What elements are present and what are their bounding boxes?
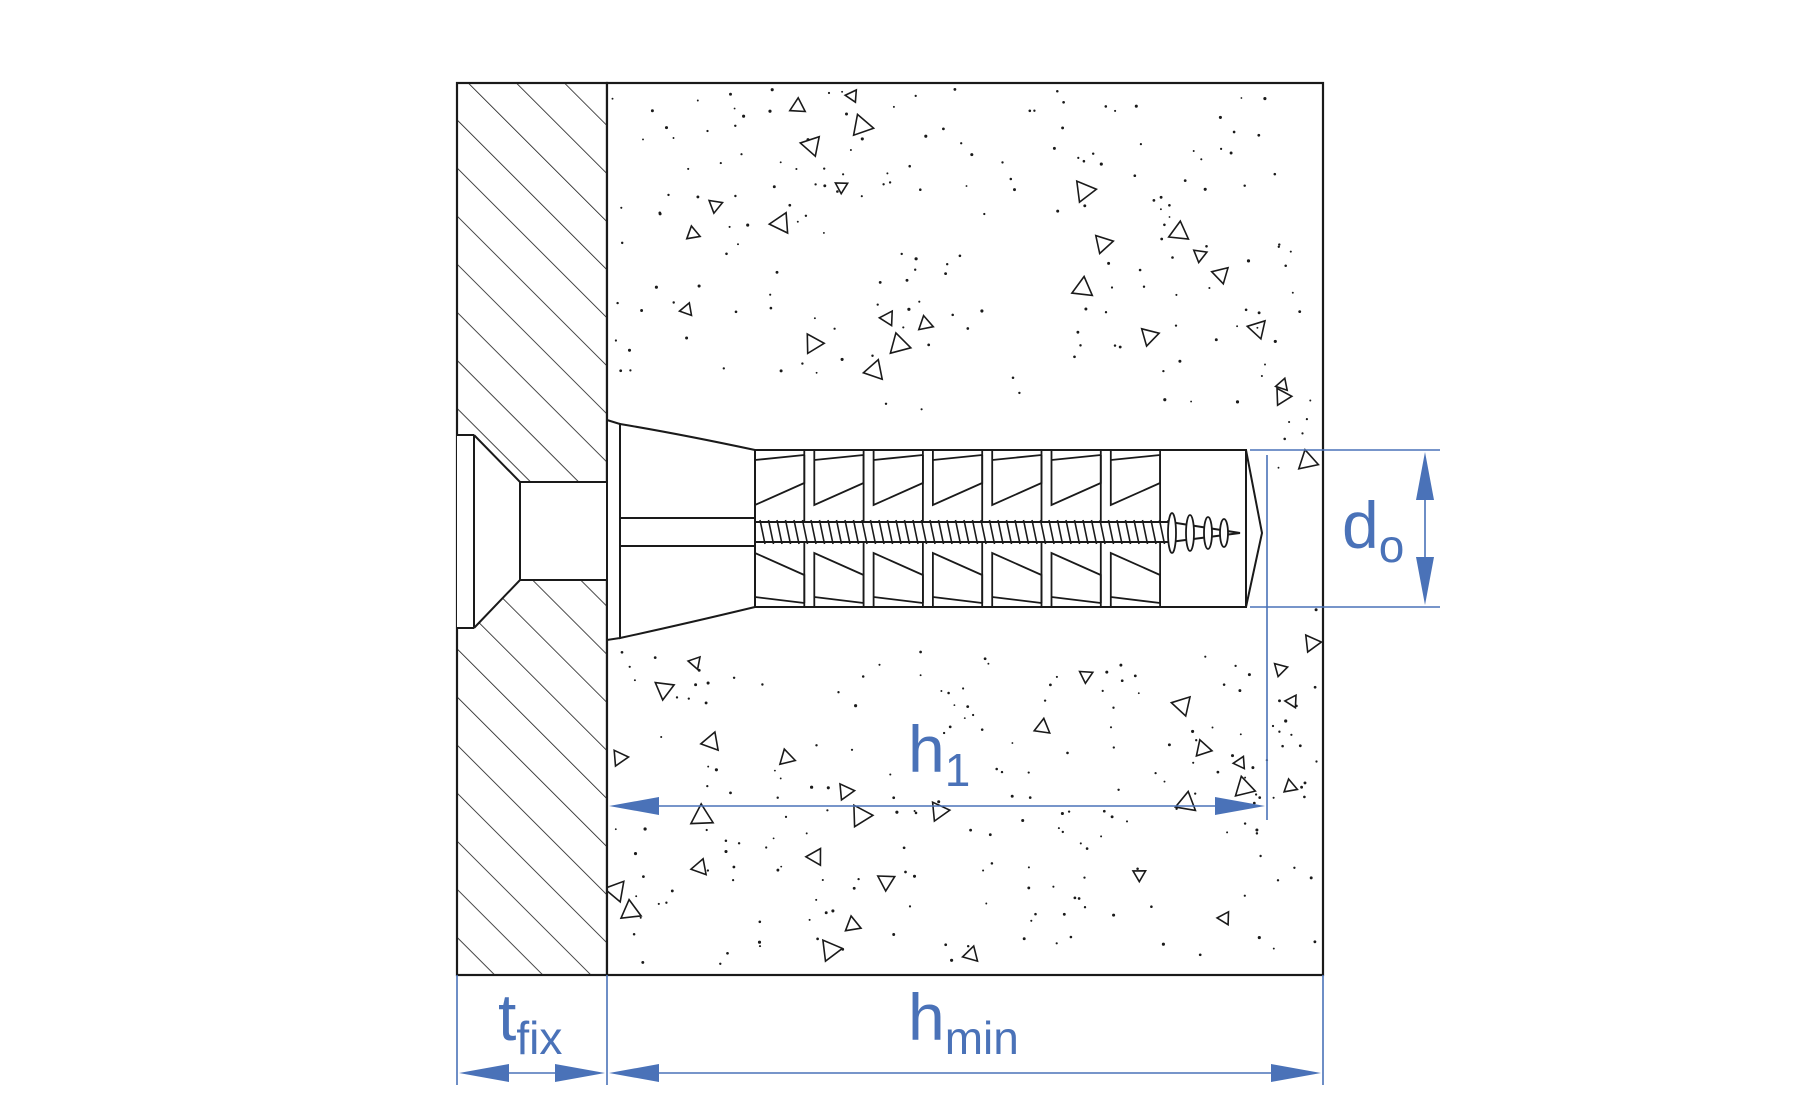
aggregate-triangle: [1304, 633, 1323, 654]
aggregate-triangle: [1032, 716, 1051, 734]
hmin-label: hmin: [908, 980, 1019, 1064]
aggregate-triangle: [876, 875, 897, 893]
aggregate-triangle: [1070, 274, 1094, 297]
dimension-arrows: [459, 452, 1434, 1082]
countersunk-hole: [457, 434, 607, 629]
aggregate-triangle: [1297, 448, 1320, 470]
aggregate-triangle: [1273, 662, 1290, 679]
aggregate-triangle: [1274, 376, 1289, 392]
aggregate-triangle: [843, 88, 858, 104]
aggregate-triangle: [804, 847, 822, 867]
h1-label: h1: [908, 712, 970, 796]
aggregate-triangle: [689, 802, 715, 825]
aggregate-triangle: [767, 211, 789, 235]
aggregate-triangle: [889, 331, 913, 355]
aggregate-triangle: [699, 730, 720, 752]
dimension-lines: [456, 449, 1440, 1085]
aggregate-triangle: [853, 803, 875, 829]
aggregate-triangle: [778, 747, 797, 766]
aggregate-triangle: [798, 135, 821, 158]
aggregate-triangle: [686, 655, 702, 671]
aggregate-triangle: [861, 358, 884, 381]
aggregate-triangle: [1282, 777, 1299, 793]
aggregate-triangle: [1195, 738, 1214, 758]
tfix-arrow-right: [555, 1064, 605, 1082]
aggregate-triangle: [834, 182, 850, 196]
aggregate-triangle: [852, 112, 876, 137]
aggregate-triangle: [839, 782, 857, 802]
screw: [754, 512, 1241, 554]
aggregate-triangle: [806, 332, 826, 355]
aggregate-triangle: [1234, 774, 1257, 798]
aggregate-triangle: [707, 199, 724, 215]
aggregate-triangle: [613, 748, 631, 768]
hmin-arrow-right: [1271, 1064, 1321, 1082]
hmin-arrow-left: [609, 1064, 659, 1082]
aggregate-triangle: [1140, 327, 1161, 348]
aggregate-triangle: [677, 301, 693, 317]
aggregate-triangle: [1245, 319, 1267, 341]
aggregate-triangle: [685, 224, 702, 240]
d0-arrow-bottom: [1416, 557, 1434, 605]
aggregate-triangle: [788, 96, 807, 113]
tfix-label: tfix: [498, 980, 562, 1064]
aggregate-triangle: [877, 309, 894, 328]
aggregate-triangle: [1231, 754, 1246, 770]
aggregate-triangle: [1169, 695, 1192, 718]
aggregate-triangle: [1131, 869, 1147, 884]
aggregate-triangle: [1094, 234, 1115, 256]
concrete-aggregate: [607, 87, 1323, 965]
aggregate-triangle: [917, 314, 935, 331]
aggregate-triangle: [619, 898, 643, 920]
d0-arrow-top: [1416, 452, 1434, 500]
aggregate-triangle: [960, 944, 979, 963]
aggregate-triangle: [1078, 670, 1095, 685]
aggregate-triangle: [844, 914, 863, 932]
aggregate-triangle: [1215, 910, 1230, 927]
aggregate-triangle: [1173, 789, 1197, 812]
aggregate-triangle: [1192, 249, 1209, 265]
plastic-anchor: [606, 418, 1264, 642]
aggregate-triangle: [607, 880, 625, 904]
aggregate-triangle: [1210, 266, 1230, 286]
anchor-teeth: [754, 450, 1161, 607]
aggregate-triangle: [1283, 693, 1297, 710]
aggregate-triangle: [1276, 387, 1294, 407]
h1-arrow-left: [609, 797, 659, 815]
tfix-arrow-left: [459, 1064, 509, 1082]
aggregate-triangle: [689, 857, 708, 876]
aggregate-triangle: [1167, 219, 1190, 241]
h1-arrow-right: [1215, 797, 1265, 815]
aggregate-triangle: [654, 681, 676, 702]
aggregate-triangle: [1075, 179, 1098, 204]
aggregate-triangle: [821, 938, 844, 963]
d0-label: do: [1342, 488, 1404, 572]
